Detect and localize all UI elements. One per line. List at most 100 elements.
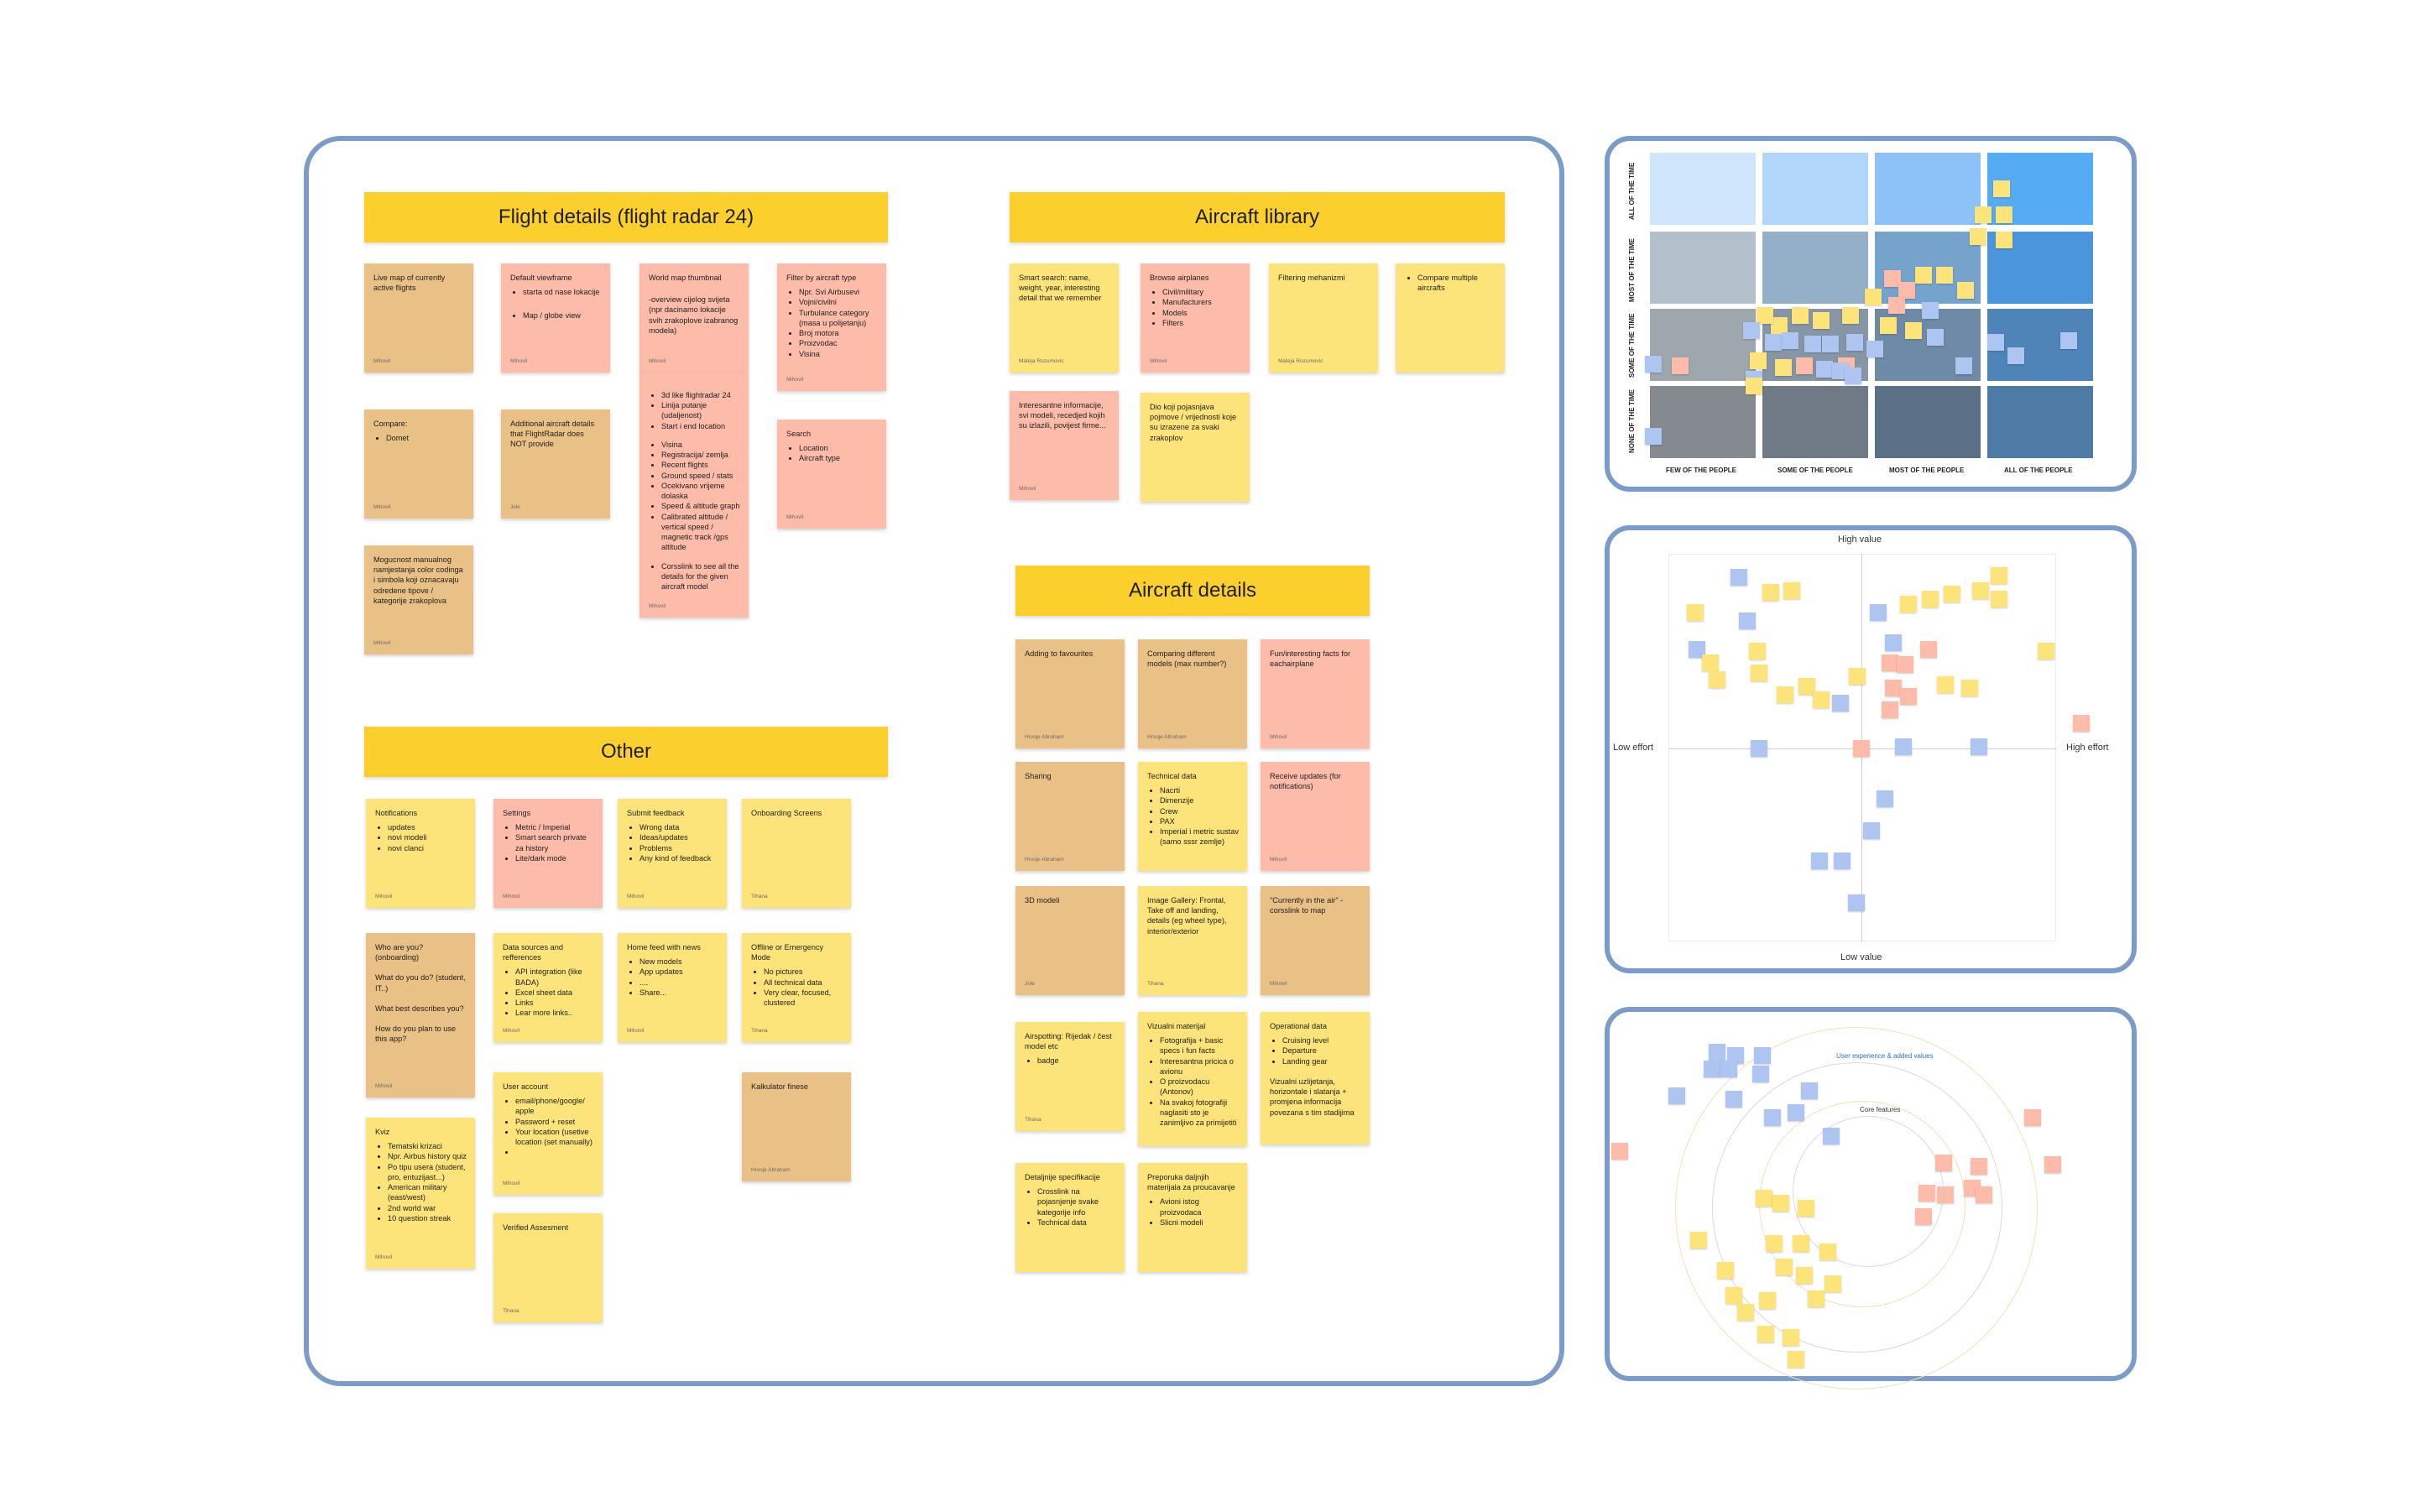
mini-note[interactable] bbox=[1993, 180, 2010, 197]
value-effort-frame[interactable] bbox=[1605, 525, 2137, 973]
mini-note[interactable] bbox=[1725, 1287, 1742, 1304]
mini-note[interactable] bbox=[1853, 740, 1870, 757]
mini-note[interactable] bbox=[1668, 1087, 1685, 1104]
mini-note[interactable] bbox=[1920, 641, 1937, 658]
mini-note[interactable] bbox=[1765, 334, 1782, 351]
mini-note[interactable] bbox=[1922, 591, 1939, 607]
mini-note[interactable] bbox=[1727, 1047, 1744, 1064]
mini-note[interactable] bbox=[1777, 686, 1793, 703]
sticky-note[interactable]: Preporuka daljnjih materijala za proucav… bbox=[1138, 1163, 1247, 1272]
sticky-note[interactable]: Who are you? (onboarding) What do you do… bbox=[366, 933, 475, 1098]
mini-note[interactable] bbox=[1834, 852, 1851, 869]
mini-note[interactable] bbox=[1897, 656, 1913, 673]
mini-note[interactable] bbox=[1845, 368, 1861, 384]
mini-note[interactable] bbox=[1880, 317, 1897, 334]
mini-note[interactable] bbox=[1816, 361, 1833, 378]
mini-note[interactable] bbox=[1885, 680, 1902, 696]
mini-note[interactable] bbox=[1888, 297, 1905, 314]
mini-note[interactable] bbox=[1737, 1304, 1754, 1321]
mini-note[interactable] bbox=[1709, 1044, 1725, 1061]
mini-note[interactable] bbox=[1772, 1195, 1789, 1212]
sticky-note[interactable]: Dio koji pojasnjava pojmove / vrijednost… bbox=[1141, 393, 1250, 502]
mini-note[interactable] bbox=[1972, 582, 1989, 599]
sticky-note[interactable]: Notifications updates novi modeli novi c… bbox=[366, 799, 475, 908]
mini-note[interactable] bbox=[1808, 1290, 1824, 1307]
mini-note[interactable] bbox=[1709, 671, 1725, 688]
mini-note[interactable] bbox=[1823, 1128, 1840, 1144]
mini-note[interactable] bbox=[1842, 307, 1859, 324]
mini-note[interactable] bbox=[1905, 322, 1922, 339]
mini-note[interactable] bbox=[1991, 567, 2007, 584]
mini-note[interactable] bbox=[1866, 341, 1883, 357]
mini-note[interactable] bbox=[1935, 1155, 1952, 1171]
sticky-note[interactable]: Detaljnije specifikacije Crosslink na po… bbox=[1015, 1163, 1125, 1272]
mini-note[interactable] bbox=[1955, 357, 1972, 374]
mini-note[interactable] bbox=[1782, 332, 1798, 349]
mini-note[interactable] bbox=[1801, 1082, 1818, 1099]
mini-note[interactable] bbox=[1971, 738, 1987, 755]
sticky-note[interactable]: Additional aircraft details that FlightR… bbox=[501, 409, 610, 519]
sticky-note[interactable]: Compare multiple aircrafts bbox=[1396, 263, 1505, 373]
mini-note[interactable] bbox=[1991, 591, 2007, 607]
mini-note[interactable] bbox=[1996, 232, 2012, 248]
sticky-note[interactable]: Vizualni materijal Fotografija + basic s… bbox=[1138, 1012, 1247, 1147]
mini-note[interactable] bbox=[1776, 1259, 1793, 1275]
mini-note[interactable] bbox=[1645, 356, 1662, 373]
mini-note[interactable] bbox=[1702, 654, 1719, 671]
mini-note[interactable] bbox=[1987, 334, 2004, 351]
sticky-note[interactable]: Default viewframe starta od nase lokacij… bbox=[501, 263, 610, 373]
mini-note[interactable] bbox=[2073, 715, 2090, 732]
mini-note[interactable] bbox=[1798, 1200, 1814, 1217]
sticky-note[interactable]: Mogucnost manualnog namjestanja color co… bbox=[364, 545, 473, 654]
sticky-note[interactable]: User account email/phone/google/ apple P… bbox=[493, 1072, 603, 1195]
sticky-note[interactable]: Adding to favourites Hrvoje Abraham bbox=[1015, 639, 1125, 748]
mini-note[interactable] bbox=[1884, 270, 1901, 287]
mini-note[interactable] bbox=[1757, 1326, 1774, 1343]
mini-note[interactable] bbox=[2044, 1156, 2061, 1173]
mini-note[interactable] bbox=[1819, 1243, 1836, 1260]
mini-note[interactable] bbox=[1832, 695, 1849, 712]
mini-note[interactable] bbox=[1750, 352, 1767, 369]
sticky-note[interactable]: Offline or Emergency Mode No pictures Al… bbox=[742, 933, 851, 1042]
sticky-note[interactable]: 3D modeli Jole bbox=[1015, 886, 1125, 995]
mini-note[interactable] bbox=[1996, 206, 2012, 223]
mini-note[interactable] bbox=[1749, 643, 1766, 660]
mini-note[interactable] bbox=[1863, 822, 1880, 839]
mini-note[interactable] bbox=[1762, 584, 1779, 601]
mini-note[interactable] bbox=[1757, 307, 1773, 324]
section-aircraft-library[interactable]: Aircraft library bbox=[1010, 192, 1505, 242]
mini-note[interactable] bbox=[1751, 665, 1767, 681]
sticky-note[interactable]: Filter by aircraft type Npr. Svi Airbuse… bbox=[777, 263, 886, 391]
mini-note[interactable] bbox=[1764, 1109, 1781, 1126]
mini-note[interactable] bbox=[1900, 688, 1917, 705]
mini-note[interactable] bbox=[1783, 582, 1800, 599]
mini-note[interactable] bbox=[1798, 678, 1815, 695]
mini-note[interactable] bbox=[1645, 428, 1662, 445]
mini-note[interactable] bbox=[1865, 289, 1882, 305]
mini-note[interactable] bbox=[1971, 1158, 1987, 1175]
mini-note[interactable] bbox=[1689, 641, 1705, 658]
mini-note[interactable] bbox=[1895, 738, 1912, 755]
mini-note[interactable] bbox=[1915, 1208, 1932, 1225]
sticky-note[interactable]: Airspotting: Rijedak / čest model etc ba… bbox=[1015, 1022, 1125, 1131]
mini-note[interactable] bbox=[2007, 347, 2024, 364]
mini-note[interactable] bbox=[1900, 596, 1917, 613]
mini-note[interactable] bbox=[1731, 569, 1747, 586]
sticky-note[interactable]: Kalkulator finese Hrvoje Abraham bbox=[742, 1072, 851, 1181]
mini-note[interactable] bbox=[1720, 1061, 1737, 1077]
mini-note[interactable] bbox=[1961, 680, 1978, 696]
mini-note[interactable] bbox=[1870, 604, 1887, 621]
mini-note[interactable] bbox=[1937, 1186, 1954, 1203]
mini-note[interactable] bbox=[1788, 1351, 1804, 1368]
mini-note[interactable] bbox=[1793, 1235, 1809, 1252]
mini-note[interactable] bbox=[1898, 282, 1915, 299]
mini-note[interactable] bbox=[1937, 676, 1954, 693]
sticky-note[interactable]: Verified Assesment Tihana bbox=[493, 1213, 603, 1322]
mini-note[interactable] bbox=[1783, 1329, 1799, 1346]
sticky-note[interactable]: Operational data Cruising level Departur… bbox=[1261, 1012, 1370, 1144]
sticky-note[interactable]: Comparing different models (max number?)… bbox=[1138, 639, 1247, 748]
mini-note[interactable] bbox=[1822, 336, 1839, 352]
mini-note[interactable] bbox=[1746, 378, 1762, 394]
sticky-note[interactable]: Sharing Hrvoje Abraham bbox=[1015, 762, 1125, 871]
mini-note[interactable] bbox=[1813, 691, 1830, 708]
